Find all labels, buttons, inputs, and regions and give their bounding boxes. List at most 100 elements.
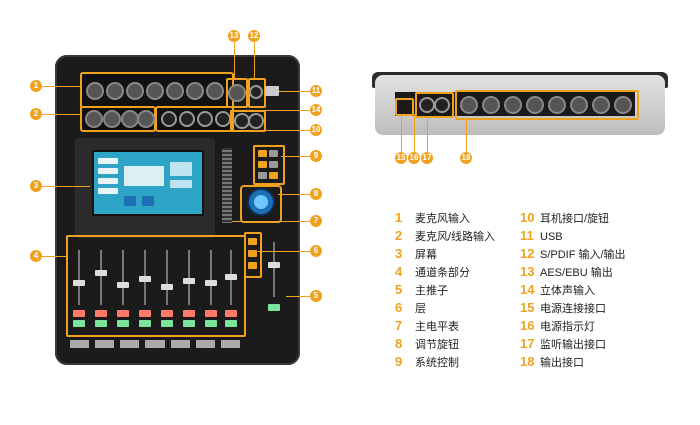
channel-label-pad [170,340,190,348]
callout-badge: 12 [248,30,260,42]
system-button[interactable] [258,161,267,168]
channel-strip [180,240,198,360]
legend-num: 8 [395,336,403,351]
channel-strip [92,240,110,360]
legend-num: 18 [520,354,535,369]
channel-button[interactable] [73,310,85,317]
legend-num: 7 [395,318,403,333]
leader-line [401,114,402,152]
xlr-output [614,96,632,114]
fader-track [122,250,124,305]
callout-badge: 14 [310,104,322,116]
system-button[interactable] [269,150,278,157]
channel-strip [158,240,176,360]
screen-row [98,168,118,174]
leader-line [466,118,467,152]
callout-badge: 13 [228,30,240,42]
layer-button[interactable] [248,250,257,257]
fader[interactable] [183,278,195,284]
channel-button[interactable] [225,320,237,327]
callout-badge: 16 [408,152,420,164]
master-button[interactable] [268,304,280,311]
xlr-output [504,96,522,114]
channel-button[interactable] [73,320,85,327]
channel-button[interactable] [183,320,195,327]
leader-line [42,114,80,115]
fader[interactable] [139,276,151,282]
leader-line [262,130,310,131]
channel-strip [136,240,154,360]
monitor-output-box [415,92,454,118]
fader[interactable] [205,280,217,286]
callout-badge: 1 [30,80,42,92]
leader-line [42,86,80,87]
callout-badge: 4 [30,250,42,262]
stereo-input-panel [155,106,234,132]
mic-input-panel [80,72,234,110]
xlr-output [592,96,610,114]
legend-label: 监听输出接口 [540,339,606,351]
channel-button[interactable] [95,310,107,317]
legend-num: 15 [520,300,535,315]
xlr-jack [166,82,184,100]
channel-button[interactable] [139,320,151,327]
leader-line [254,42,255,78]
combo-jack [137,110,155,128]
mic-line-input-panel [80,106,156,132]
legend-label: 主电平表 [415,321,459,333]
leader-line [286,296,310,297]
layer-button[interactable] [248,262,257,269]
channel-button[interactable] [183,310,195,317]
fader[interactable] [73,280,85,286]
channel-button[interactable] [95,320,107,327]
layer-button[interactable] [248,238,257,245]
legend-num: 4 [395,264,403,279]
channel-button[interactable] [205,320,217,327]
fader[interactable] [95,270,107,276]
channel-button[interactable] [139,310,151,317]
channel-button[interactable] [161,310,173,317]
legend-num: 13 [520,264,535,279]
screen-row [98,188,118,194]
legend-num: 17 [520,336,535,351]
fader[interactable] [117,282,129,288]
combo-jack [85,110,103,128]
screen-panel [124,166,164,186]
legend-label: 主推子 [415,285,448,297]
touch-screen[interactable] [92,150,204,216]
power-connector [395,98,414,116]
xlr-jack [126,82,144,100]
trs-jack [215,111,231,127]
system-button[interactable] [269,172,278,179]
leader-line [278,194,310,195]
legend-label: 屏幕 [415,249,437,261]
headphone-box [230,110,266,132]
system-button[interactable] [258,172,267,179]
system-control-box [253,145,285,185]
channel-button[interactable] [117,320,129,327]
leader-line [234,42,235,78]
legend-label: 电源连接接口 [540,303,606,315]
legend-item: 7 主电平表 [395,318,459,334]
channel-label-pad [195,340,215,348]
system-button[interactable] [258,150,267,157]
channel-button[interactable] [225,310,237,317]
fader[interactable] [225,274,237,280]
xlr-jack [146,82,164,100]
callout-badge: 6 [310,245,322,257]
master-fader[interactable] [268,262,280,268]
fader[interactable] [161,284,173,290]
channel-button[interactable] [117,310,129,317]
system-button[interactable] [269,161,278,168]
adjust-knob[interactable] [247,188,275,216]
legend-item: 15 电源连接接口 [520,300,606,316]
leader-line [279,91,310,92]
channel-button[interactable] [205,310,217,317]
channel-button[interactable] [161,320,173,327]
